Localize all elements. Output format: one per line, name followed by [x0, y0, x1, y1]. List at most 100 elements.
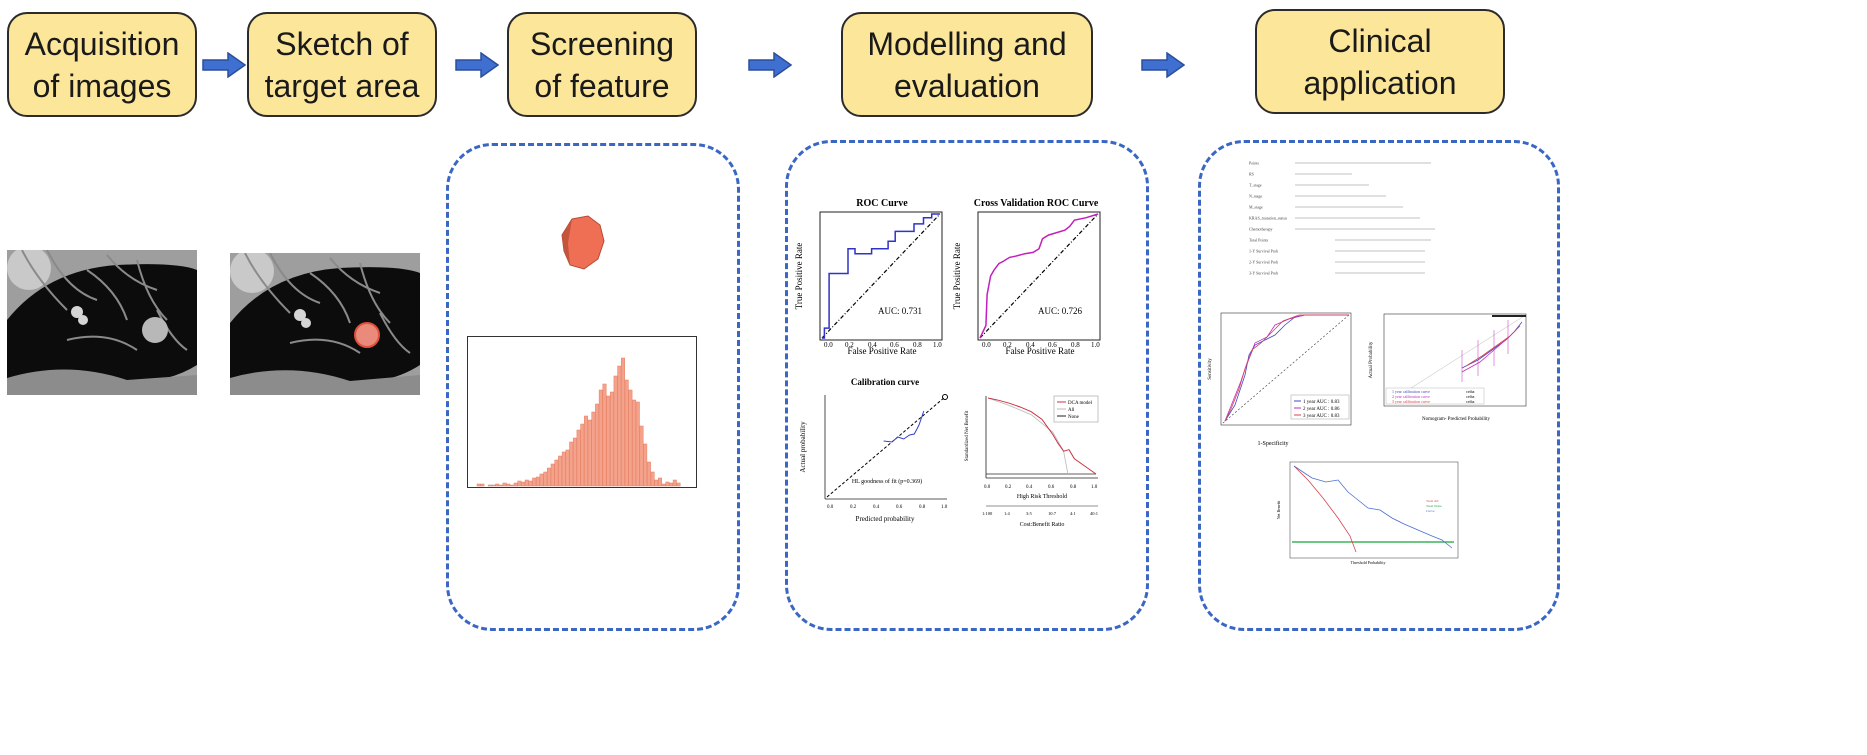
nomogram-row-label: T_stage [1249, 183, 1262, 188]
svg-text:0.2: 0.2 [850, 505, 857, 510]
histogram-bar [535, 476, 540, 487]
svg-text:40:1: 40:1 [1090, 511, 1098, 516]
histogram-bar [643, 443, 648, 487]
nomogram-chart: PointsRST_stageN_stageM_stageKRAS_mutati… [1249, 161, 1435, 276]
svg-text:0.4: 0.4 [1026, 485, 1033, 490]
histogram-bar [661, 483, 666, 487]
histogram-bar [609, 391, 614, 487]
svg-text:Net Benefit: Net Benefit [1276, 500, 1281, 519]
clinical-calibration-chart: 1 year calibration curve 2 year calibrat… [1369, 313, 1527, 422]
dca-model-line [987, 397, 1097, 475]
histogram-bar [646, 461, 651, 487]
panel-clinical [1198, 140, 1560, 631]
svg-text:0.2: 0.2 [1003, 341, 1012, 349]
svg-text:0.6: 0.6 [890, 341, 899, 349]
svg-text:1:100: 1:100 [982, 511, 993, 516]
dca-ylabel: Standardized Net Benefit [965, 410, 970, 461]
svg-text:0.6: 0.6 [896, 505, 903, 510]
histogram-bar [598, 389, 603, 487]
histogram-bar [539, 473, 544, 487]
histogram-bar [558, 455, 563, 487]
dca-cost-ticks: 1:100 1:4 3:5 10:7 4:1 40:1 [982, 511, 1098, 516]
nomogram-row-label: KRAS_mutation_status [1249, 216, 1287, 221]
histogram-bar [506, 483, 511, 487]
nomogram-row-label: M_stage [1249, 205, 1263, 210]
svg-text:2 year AUC : 0.86: 2 year AUC : 0.86 [1303, 407, 1340, 412]
ct-scan-image [7, 250, 197, 395]
roc-auc-label: AUC: 0.731 [878, 306, 922, 316]
nomogram-row-label: Points [1249, 161, 1259, 166]
histogram-bar [595, 403, 600, 487]
calibration-curve-chart: Calibration curve HL goodness of fit (p=… [799, 377, 948, 523]
svg-text:10:7: 10:7 [1048, 511, 1057, 516]
svg-text:1.0: 1.0 [1091, 485, 1098, 490]
feature-histogram [467, 336, 697, 488]
svg-text:1.0: 1.0 [1091, 341, 1100, 349]
histogram-bar [669, 482, 674, 487]
svg-text:ceiba: ceiba [1466, 389, 1475, 394]
svg-text:3 year AUC : 0.83: 3 year AUC : 0.83 [1303, 414, 1340, 419]
svg-text:ceiba: ceiba [1466, 394, 1475, 399]
histogram-bar [498, 484, 503, 487]
histogram-bar [580, 423, 585, 487]
cv-roc-auc-label: AUC: 0.726 [1038, 306, 1083, 316]
histogram-bar [517, 480, 522, 487]
histogram-bar [576, 429, 581, 487]
svg-text:3:5: 3:5 [1026, 511, 1033, 516]
svg-text:2 year calibration curve: 2 year calibration curve [1392, 394, 1430, 399]
histogram-bar [624, 379, 629, 487]
clinical-dca-chart: Treat All Treat None Curve Threshold Pro… [1276, 461, 1459, 565]
svg-text:1.0: 1.0 [933, 341, 942, 349]
histogram-bar [480, 483, 485, 487]
svg-text:4:1: 4:1 [1070, 511, 1076, 516]
histogram-bar [602, 383, 607, 487]
cv-roc-ylabel: True Positive Rate [952, 243, 962, 310]
histogram-bar [654, 479, 659, 487]
svg-text:0.8: 0.8 [913, 341, 922, 349]
svg-text:1-Specificity: 1-Specificity [1258, 440, 1289, 447]
svg-text:0.4: 0.4 [1026, 341, 1035, 349]
histogram-bar [632, 399, 637, 487]
dca-chart: DCA model All None High Risk Threshold C… [965, 395, 1099, 528]
cv-roc-title: Cross Validation ROC Curve [974, 198, 1099, 209]
histogram-bar [491, 484, 496, 487]
svg-text:0.8: 0.8 [919, 505, 926, 510]
nomogram-row-label: 3-Y Survival Prob [1249, 271, 1278, 276]
svg-text:0.0: 0.0 [982, 341, 991, 349]
calibration-line [883, 410, 925, 443]
histogram-bar [613, 375, 618, 487]
calibration-title: Calibration curve [851, 377, 919, 387]
arrow-right-icon [202, 52, 246, 78]
nomogram-row-label: RS [1249, 172, 1254, 177]
step-box-sketch: Sketch of target area [247, 12, 437, 117]
svg-text:ceiba: ceiba [1466, 399, 1475, 404]
svg-text:Curve: Curve [1426, 509, 1435, 513]
histogram-bar [487, 484, 492, 487]
nomogram-row-label: 1-Y Survival Prob [1249, 249, 1278, 254]
svg-text:1:4: 1:4 [1004, 511, 1011, 516]
svg-text:0.6: 0.6 [1048, 485, 1055, 490]
histogram-bar [543, 471, 548, 487]
histogram-bar [565, 449, 570, 487]
panel-screening [446, 143, 740, 631]
histogram-bar [658, 477, 662, 487]
svg-text:0.0: 0.0 [827, 505, 834, 510]
histogram-bar [635, 401, 640, 487]
histogram-bar [554, 459, 559, 487]
histogram-bar [547, 467, 551, 487]
cv-roc-curve-line [979, 213, 1099, 339]
svg-text:1.0: 1.0 [941, 505, 948, 510]
histogram-bar [572, 437, 577, 487]
ct-scan-roi-image [230, 253, 420, 395]
histogram-bar [591, 411, 596, 487]
roc-title: ROC Curve [856, 198, 908, 209]
svg-text:1 year calibration curve: 1 year calibration curve [1392, 389, 1430, 394]
histogram-bar [676, 482, 681, 487]
step-box-modelling: Modelling and evaluation [841, 12, 1093, 117]
svg-text:0.8: 0.8 [1071, 341, 1080, 349]
histogram-bar [665, 481, 670, 487]
histogram-bar [561, 451, 566, 487]
tumor-3d-render [561, 215, 605, 270]
histogram-bar [569, 441, 574, 487]
